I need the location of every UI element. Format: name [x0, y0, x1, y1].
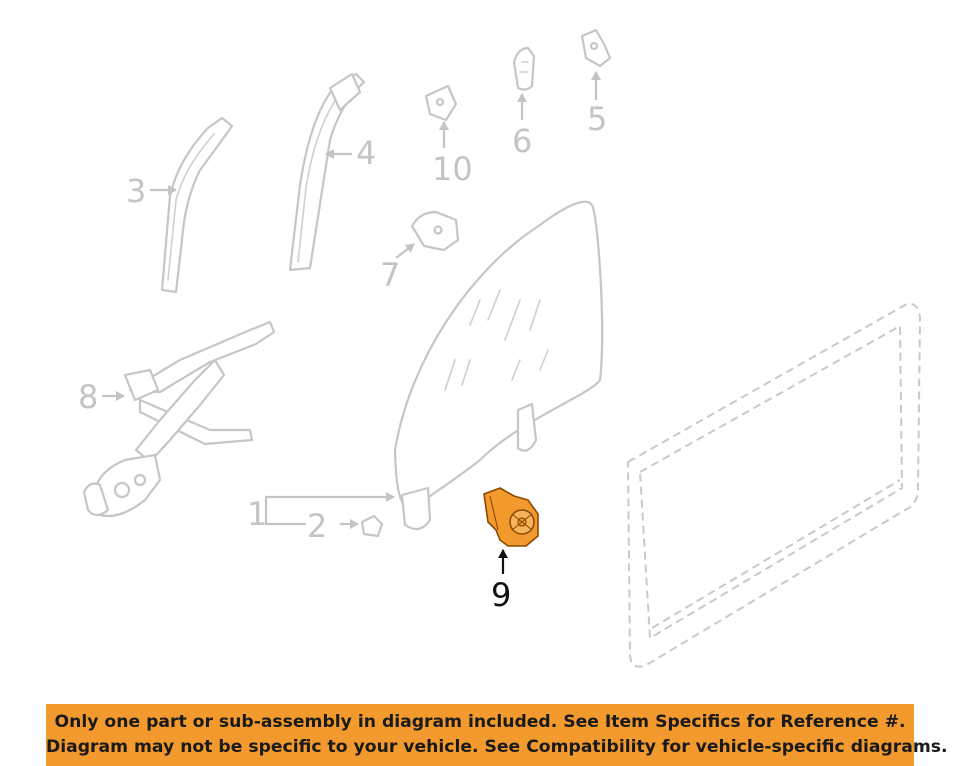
disclaimer-banner: Only one part or sub-assembly in diagram… — [46, 704, 948, 766]
callout-2: 2 — [307, 507, 327, 545]
leader-lines — [102, 71, 601, 574]
bracket-6 — [512, 46, 536, 91]
glass-clip — [360, 514, 384, 538]
disclaimer-line-2: Diagram may not be specific to your vehi… — [46, 737, 948, 757]
door-glass — [393, 200, 604, 531]
bracket-7 — [410, 210, 460, 252]
run-channel-front — [288, 72, 366, 272]
callout-1: 1 — [247, 495, 267, 533]
callout-10: 10 — [432, 150, 473, 188]
disclaimer-line-1: Only one part or sub-assembly in diagram… — [54, 712, 906, 732]
callout-9: 9 — [491, 576, 511, 614]
bracket-10 — [424, 84, 458, 122]
window-motor-highlighted — [483, 487, 539, 547]
window-regulator — [82, 320, 276, 518]
door-panel — [627, 302, 921, 668]
run-channel-rear — [160, 116, 234, 294]
callout-7: 7 — [380, 256, 400, 294]
callout-6: 6 — [512, 122, 532, 160]
callout-3: 3 — [126, 172, 146, 210]
callout-5: 5 — [587, 100, 607, 138]
callout-8: 8 — [78, 378, 98, 416]
bracket-5 — [580, 28, 612, 68]
callout-4: 4 — [356, 134, 376, 172]
